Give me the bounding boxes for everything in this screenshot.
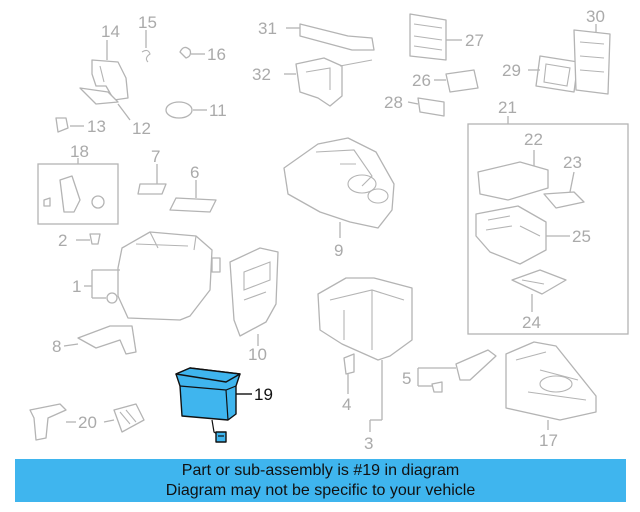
part-29: 29	[502, 55, 579, 93]
part-16: 16	[179, 45, 226, 64]
callout-8[interactable]: 8	[52, 337, 61, 356]
part-9: 9	[283, 137, 395, 260]
part-10: 10	[229, 247, 279, 364]
callout-16[interactable]: 16	[207, 45, 226, 64]
part-27: 27	[409, 13, 484, 61]
banner-line-1: Part or sub-assembly is #19 in diagram	[181, 462, 460, 479]
callout-12[interactable]: 12	[132, 119, 151, 138]
part-2: 2	[58, 231, 101, 250]
callout-18[interactable]: 18	[70, 142, 89, 161]
callout-30[interactable]: 30	[586, 7, 605, 26]
callout-10[interactable]: 10	[248, 345, 267, 364]
part-5: 5	[402, 349, 497, 393]
part-21-group: 21	[467, 98, 629, 335]
callout-25[interactable]: 25	[572, 227, 591, 246]
callout-14[interactable]: 14	[101, 22, 120, 41]
callout-5[interactable]: 5	[402, 369, 411, 388]
part-3: 3	[317, 277, 413, 453]
callout-22[interactable]: 22	[524, 130, 543, 149]
callout-23[interactable]: 23	[563, 153, 582, 172]
part-12: 12	[79, 87, 151, 138]
part-7: 7	[137, 147, 167, 195]
callout-17[interactable]: 17	[539, 431, 558, 450]
callout-13[interactable]: 13	[87, 117, 106, 136]
part-23: 23	[543, 153, 585, 209]
part-13: 13	[55, 117, 106, 136]
part-25: 25	[475, 205, 591, 265]
part-14: 14	[91, 22, 129, 101]
part-30: 30	[573, 7, 611, 95]
callout-11[interactable]: 11	[209, 101, 227, 120]
callout-1[interactable]: 1	[72, 277, 81, 296]
callout-20[interactable]: 20	[78, 413, 97, 432]
part-26: 26	[412, 69, 479, 93]
callout-6[interactable]: 6	[190, 163, 199, 182]
callout-19[interactable]: 19	[254, 385, 273, 404]
info-banner: Part or sub-assembly is #19 in diagram D…	[15, 459, 626, 502]
callout-4[interactable]: 4	[342, 395, 351, 414]
callout-27[interactable]: 27	[465, 31, 484, 50]
part-31: 31	[258, 19, 375, 51]
callout-31[interactable]: 31	[258, 19, 277, 38]
part-1: 1	[72, 231, 221, 321]
callout-29[interactable]: 29	[502, 61, 521, 80]
part-32: 32	[252, 57, 373, 107]
callout-32[interactable]: 32	[252, 65, 271, 84]
callout-28[interactable]: 28	[384, 93, 403, 112]
callout-7[interactable]: 7	[151, 147, 160, 166]
banner-line-2: Diagram may not be specific to your vehi…	[165, 482, 476, 499]
callout-2[interactable]: 2	[58, 231, 67, 250]
part-8: 8	[52, 325, 137, 356]
part-19-highlighted[interactable]: 19	[175, 367, 273, 443]
part-4: 4	[342, 353, 355, 414]
part-28: 28	[384, 93, 445, 117]
callout-24[interactable]: 24	[522, 313, 541, 332]
callout-21[interactable]: 21	[498, 98, 517, 117]
part-6: 6	[169, 163, 217, 213]
callout-9[interactable]: 9	[334, 241, 343, 260]
part-24: 24	[511, 269, 567, 332]
part-17: 17	[505, 341, 597, 450]
part-15: 15	[138, 13, 157, 63]
callout-26[interactable]: 26	[412, 71, 431, 90]
part-22: 22	[477, 130, 549, 201]
part-18: 18	[37, 142, 119, 225]
callout-15[interactable]: 15	[138, 13, 157, 32]
part-11: 11	[165, 101, 227, 120]
part-20: 20	[29, 403, 145, 441]
callout-3[interactable]: 3	[364, 434, 373, 453]
